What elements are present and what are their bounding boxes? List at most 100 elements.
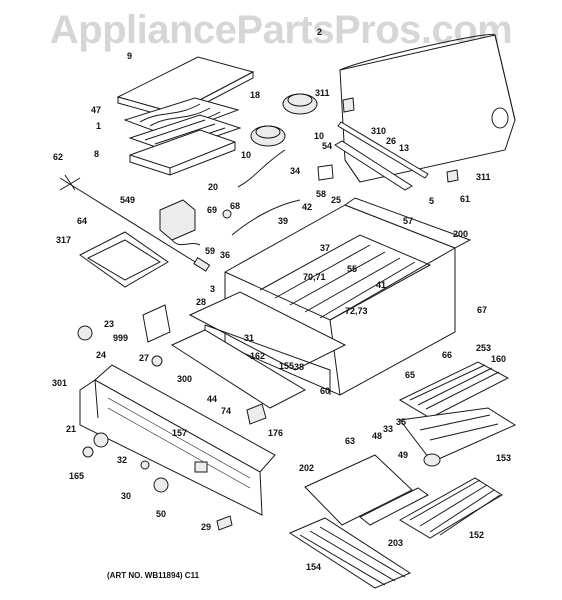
callout-33: 33 (383, 424, 394, 434)
callout-72-73: 72,73 (345, 306, 368, 316)
callout-28: 28 (196, 297, 207, 307)
callout-67: 67 (477, 305, 488, 315)
valve-27 (151, 355, 163, 367)
ignitor-34 (317, 164, 334, 181)
callout-311-right: 311 (476, 172, 491, 182)
callout-162: 162 (250, 351, 266, 361)
heat-shield-13 (334, 140, 413, 191)
callout-60: 60 (320, 386, 331, 396)
callout-70-71: 70,71 (303, 272, 326, 282)
wire-shelf (288, 517, 412, 589)
callout-21: 21 (66, 424, 77, 434)
callout-20: 20 (208, 182, 219, 192)
callout-160: 160 (491, 354, 507, 364)
callout-38: 38 (294, 362, 305, 372)
burner-frame (188, 291, 347, 371)
callout-1: 1 (96, 121, 102, 131)
side-burner-heads (250, 93, 318, 147)
warming-rack (398, 361, 510, 419)
callout-63: 63 (345, 436, 356, 446)
control-panel (79, 364, 276, 516)
callout-68: 68 (230, 201, 241, 211)
callout-153: 153 (496, 453, 512, 463)
callout-165: 165 (69, 471, 85, 481)
callout-176: 176 (268, 428, 284, 438)
callout-2: 2 (317, 27, 323, 37)
callout-31: 31 (244, 333, 255, 343)
callout-30: 30 (121, 491, 132, 501)
tab-74 (246, 403, 267, 425)
callout-61: 61 (460, 194, 471, 204)
callout-65: 65 (405, 370, 416, 380)
callout-59: 59 (205, 246, 216, 256)
callout-58: 58 (316, 189, 327, 199)
tab-29 (216, 515, 233, 531)
callout-24: 24 (96, 350, 107, 360)
callout-57: 57 (403, 216, 414, 226)
callout-64: 64 (77, 216, 88, 226)
callout-69: 69 (207, 205, 218, 215)
callout-39: 39 (278, 216, 289, 226)
wire-39 (231, 199, 301, 236)
callout-549: 549 (120, 195, 136, 205)
callout-25: 25 (331, 195, 342, 205)
callout-200: 200 (453, 229, 469, 239)
callout-36: 36 (220, 250, 231, 260)
callout-34: 34 (290, 166, 301, 176)
callout-54: 54 (322, 141, 333, 151)
callout-13: 13 (399, 143, 410, 153)
callout-48: 48 (372, 431, 383, 441)
warming-tray (79, 231, 169, 288)
callout-154: 154 (306, 562, 322, 572)
callout-202: 202 (299, 463, 315, 473)
igniter-49 (423, 453, 441, 467)
callout-253: 253 (476, 343, 492, 353)
callout-55: 55 (347, 264, 358, 274)
callout-50: 50 (156, 509, 167, 519)
drip-channel (359, 487, 429, 526)
callout-42: 42 (302, 202, 313, 212)
callout-41: 41 (376, 280, 387, 290)
callout-10-lower: 10 (241, 150, 252, 160)
callout-29: 29 (201, 522, 212, 532)
callout-203: 203 (388, 538, 404, 548)
bottom-grate (399, 477, 503, 539)
knob-21 (93, 432, 109, 448)
watermark: AppliancePartsPros.com (49, 8, 513, 52)
rod-310 (337, 121, 429, 179)
callout-44: 44 (207, 394, 218, 404)
knob-50 (153, 477, 169, 493)
art-number: (ART NO. WB11894) C11 (107, 571, 200, 580)
owners-manual (142, 304, 171, 343)
regulator-24 (77, 325, 93, 341)
callout-26: 26 (386, 136, 397, 146)
infrared-burner (399, 407, 517, 463)
callout-23: 23 (104, 319, 115, 329)
callout-74: 74 (221, 406, 232, 416)
grease-shield (304, 454, 413, 526)
callout-66: 66 (442, 350, 453, 360)
knob-30 (140, 460, 150, 470)
callout-49: 49 (398, 450, 409, 460)
rotisserie-spit (59, 174, 211, 272)
callout-10: 10 (314, 131, 325, 141)
callout-311: 311 (315, 88, 330, 98)
radiant-tray (129, 129, 236, 176)
callout-5: 5 (429, 196, 435, 206)
bracket-311-right (446, 169, 459, 183)
callout-999: 999 (113, 333, 129, 343)
callout-310: 310 (371, 126, 387, 136)
wire-20 (237, 149, 286, 188)
bracket-311 (342, 97, 355, 113)
callout-37: 37 (320, 243, 331, 253)
rotisserie-motor (159, 199, 201, 246)
callout-47: 47 (91, 105, 102, 115)
callout-157: 157 (172, 428, 188, 438)
callout-317: 317 (56, 235, 72, 245)
callout-9: 9 (127, 51, 133, 61)
callout-8: 8 (94, 149, 100, 159)
callout-155: 155 (279, 361, 295, 371)
callout-35: 35 (396, 417, 407, 427)
grill-hood (339, 33, 516, 183)
